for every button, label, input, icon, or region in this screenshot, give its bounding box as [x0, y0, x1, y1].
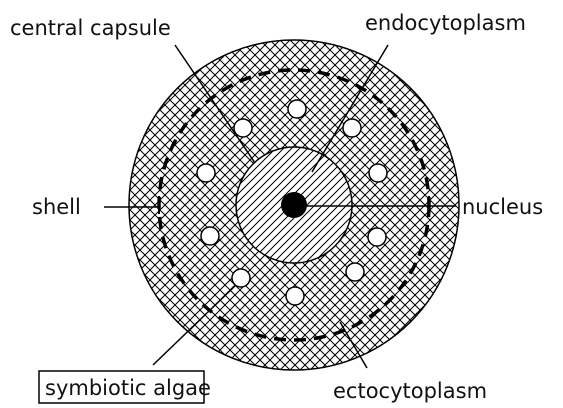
label-nucleus: nucleus [462, 195, 543, 219]
alga [201, 227, 219, 245]
alga [197, 164, 215, 182]
label-shell: shell [32, 195, 81, 219]
alga [346, 263, 364, 281]
label-endocytoplasm: endocytoplasm [365, 11, 526, 35]
alga [369, 164, 387, 182]
label-ectocytoplasm: ectocytoplasm [333, 379, 487, 403]
alga [368, 228, 386, 246]
alga [234, 119, 252, 137]
alga [343, 119, 361, 137]
label-central-capsule: central capsule [10, 16, 171, 40]
alga [286, 287, 304, 305]
label-symbiotic-algae: symbiotic algae [45, 376, 211, 400]
alga [232, 269, 250, 287]
alga [288, 100, 306, 118]
nucleus [281, 192, 307, 218]
